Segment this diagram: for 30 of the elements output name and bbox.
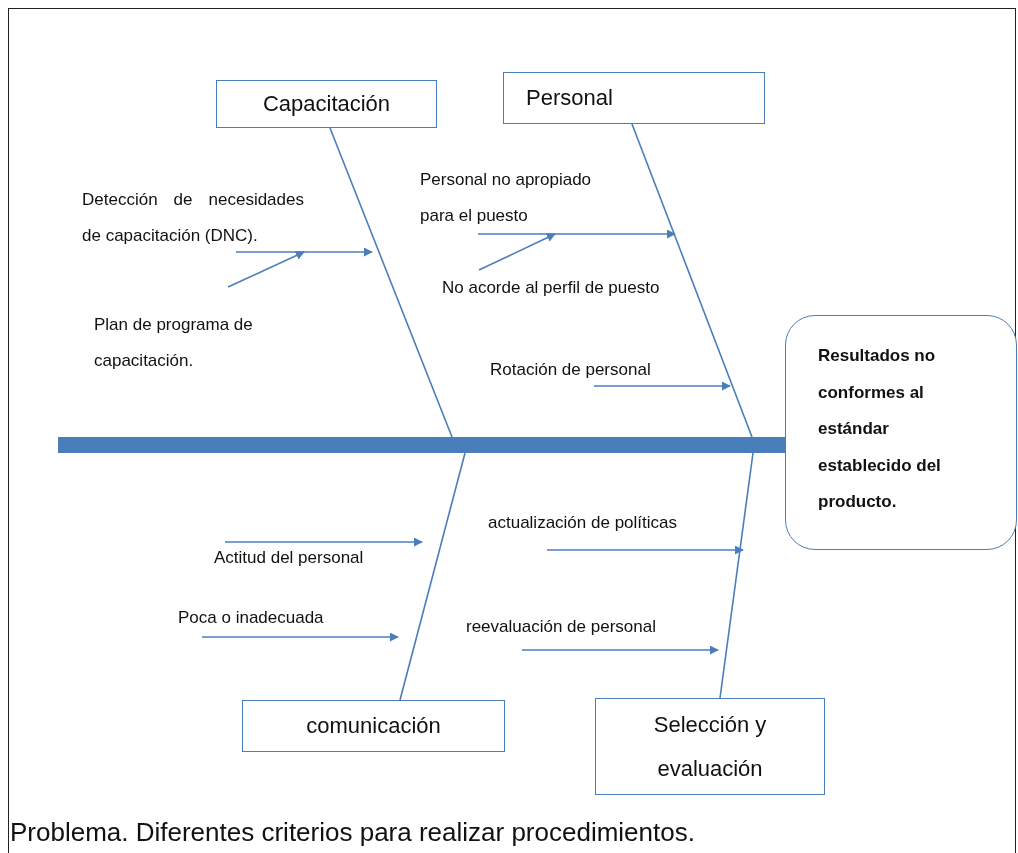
cause-arrow (235, 247, 373, 257)
cause-text: reevaluación de personal (466, 615, 712, 650)
cause-text: actualización de políticas (488, 511, 734, 550)
cause-text: Rotación de personal (490, 358, 700, 386)
caption: Problema. Diferentes criterios para realizar procedimientos. (10, 816, 695, 849)
cause-text: Poca o inadecuada (178, 606, 368, 637)
category-label: Selección y evaluación (652, 710, 768, 783)
category-box (503, 72, 765, 124)
cause-arrow (521, 645, 719, 655)
cause-arrow (593, 381, 731, 391)
category-label: comunicación (306, 712, 441, 740)
cause-text: Personal no apropiado para el puesto (420, 162, 620, 234)
cause-text: Detección de necesidades de capacitación (DNC). (82, 182, 304, 252)
effect-box (785, 315, 1017, 550)
category-box (216, 80, 437, 128)
cause-arrow (478, 233, 556, 271)
category-box (242, 700, 505, 752)
category-label: Personal (526, 84, 613, 112)
cause-arrow (201, 632, 399, 642)
cause-text: Plan de programa de capacitación. (94, 287, 306, 379)
cause-arrow (224, 537, 423, 547)
fishbone-spine (58, 437, 785, 453)
cause-arrow (546, 545, 744, 555)
cause-text: No acorde al perfil de puesto (442, 270, 660, 342)
cause-text: Actitud del personal (214, 542, 408, 570)
category-label: Capacitación (262, 90, 391, 118)
effect-text: Resultados no conformes al estándar establecido del producto. (818, 345, 942, 513)
cause-arrow (227, 251, 305, 288)
category-box (595, 698, 825, 795)
cause-arrow (477, 229, 676, 239)
